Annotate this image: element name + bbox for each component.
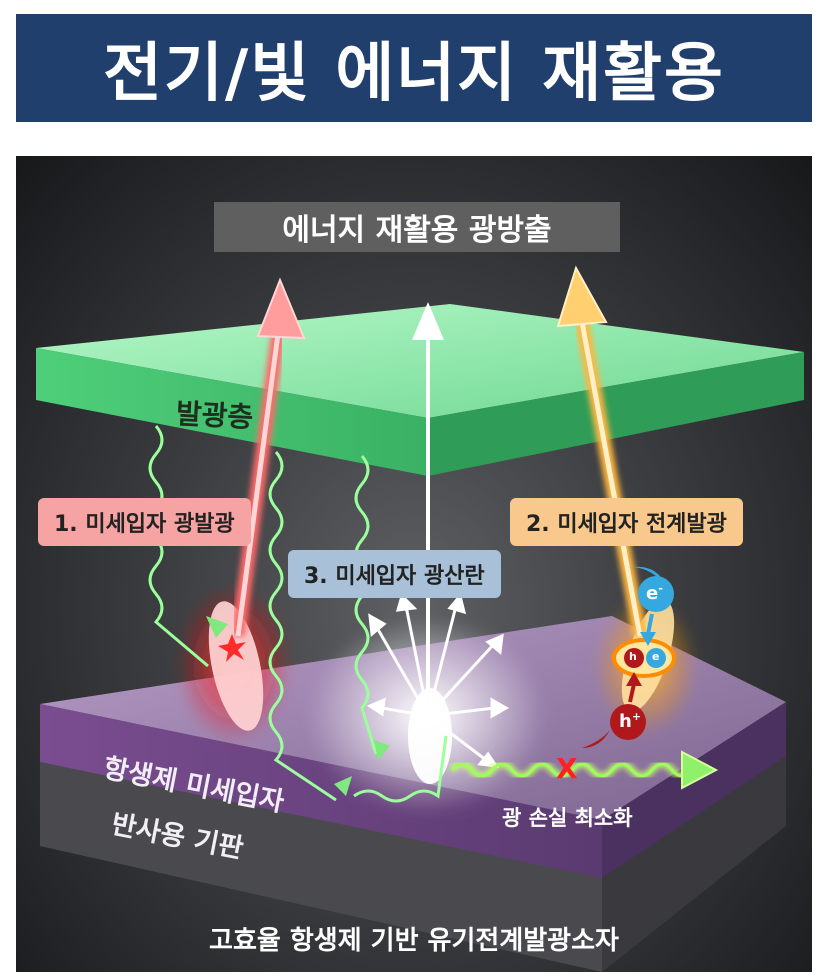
scatter-burst xyxy=(366,592,510,768)
host-wave-head xyxy=(334,776,352,796)
loss-x-mark: X xyxy=(556,752,578,785)
electron-symbol: e- xyxy=(646,582,663,604)
sc-particle xyxy=(408,688,452,784)
exciton xyxy=(612,638,676,678)
title-banner: 전기/빛 에너지 재활용 xyxy=(16,14,812,122)
emission-label-box: 에너지 재활용 광방출 xyxy=(214,202,620,252)
electron-carrier xyxy=(626,566,674,646)
pl-mechanism-label: 1. 미세입자 광발광 xyxy=(38,498,251,546)
bottom-caption: 고효율 항생제 기반 유기전계발광소자 xyxy=(209,926,619,956)
exciton-electron-symbol: e xyxy=(652,650,660,663)
sc-wave-head xyxy=(374,740,390,760)
emissive-layer xyxy=(36,304,804,476)
page-title: 전기/빛 에너지 재활용 xyxy=(103,37,725,111)
emissive-layer-label: 발광층 xyxy=(175,396,255,434)
exciton-hole-symbol: h xyxy=(629,650,637,663)
pl-particle xyxy=(208,601,264,731)
yellow-emission-arrow xyxy=(556,265,647,638)
reflective-substrate xyxy=(40,750,786,972)
pl-wave-head xyxy=(206,616,228,638)
el-mechanism-label: 2. 미세입자 전계발광 xyxy=(510,498,743,546)
pl-burst xyxy=(218,634,246,662)
scattering-mechanism-label: 3. 미세입자 광산란 xyxy=(288,550,501,598)
diagram-canvas xyxy=(36,265,804,972)
hole-symbol: h+ xyxy=(619,710,642,732)
hole-carrier xyxy=(582,672,646,748)
white-emission-arrow xyxy=(412,302,444,696)
loss-label: 광 손실 최소화 xyxy=(502,806,633,830)
red-emission-arrow xyxy=(231,277,306,637)
oled-diagram: 에너지 재활용 광방출 발광층 1. 미세입자 광발광 2. 미세입자 전계발광… xyxy=(16,156,812,972)
waveguide-wave xyxy=(449,750,719,790)
